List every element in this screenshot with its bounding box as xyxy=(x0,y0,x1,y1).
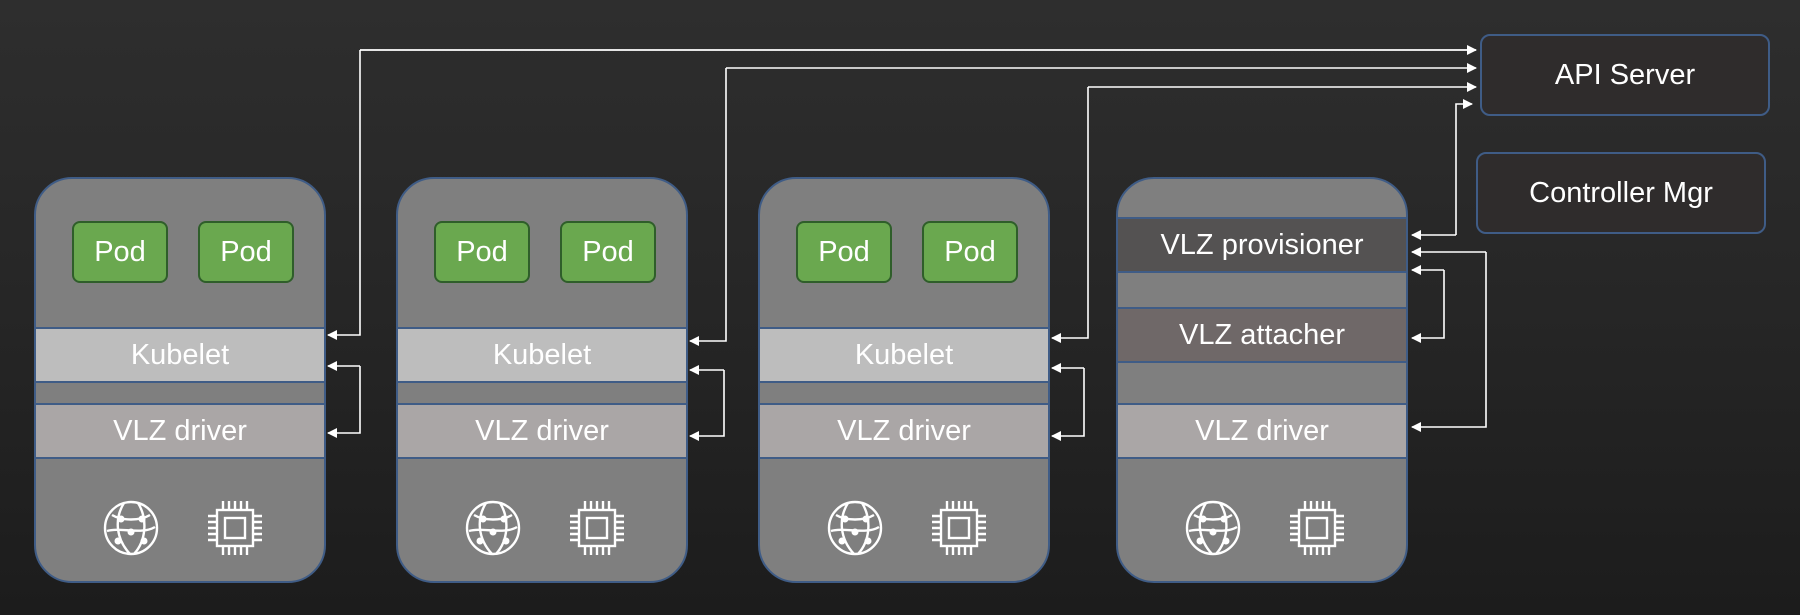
kubelet-3-to-api-arrow xyxy=(1051,87,1089,343)
pod: Pod xyxy=(198,221,294,283)
worker-node-2: Pod Pod Kubelet VLZ driver xyxy=(396,177,688,583)
network-globe-icon xyxy=(827,500,883,556)
pod: Pod xyxy=(560,221,656,283)
vlz-driver-bar: VLZ driver xyxy=(760,403,1048,459)
provisioner-driver-arrow xyxy=(1411,252,1487,432)
vlz-driver-bar: VLZ driver xyxy=(1118,403,1406,459)
provisioner-to-api-arrow xyxy=(1455,99,1473,235)
vlz-driver-bar: VLZ driver xyxy=(36,403,324,459)
worker-node-3: Pod Pod Kubelet VLZ driver xyxy=(758,177,1050,583)
kubelet-1-to-api-arrow xyxy=(328,49,1476,335)
cpu-chip-icon xyxy=(570,501,624,555)
pod: Pod xyxy=(796,221,892,283)
api-server-box: API Server xyxy=(1480,34,1770,116)
pod: Pod xyxy=(922,221,1018,283)
network-globe-icon xyxy=(1185,500,1241,556)
controller-mgr-box: Controller Mgr xyxy=(1476,152,1766,234)
pod: Pod xyxy=(72,221,168,283)
provisioner-attacher-arrow xyxy=(1411,270,1445,343)
kubelet-bar: Kubelet xyxy=(398,327,686,383)
vlz-driver-bar: VLZ driver xyxy=(398,403,686,459)
vlz-provisioner-bar: VLZ provisioner xyxy=(1118,217,1406,273)
node-3-kubelet-driver-arrow xyxy=(1051,368,1085,441)
vlz-attacher-bar: VLZ attacher xyxy=(1118,307,1406,363)
cpu-chip-icon xyxy=(208,501,262,555)
network-globe-icon xyxy=(465,500,521,556)
cpu-chip-icon xyxy=(932,501,986,555)
control-node: VLZ provisioner VLZ attacher VLZ driver xyxy=(1116,177,1408,583)
kubelet-2-to-api-arrow xyxy=(689,68,727,346)
pod: Pod xyxy=(434,221,530,283)
worker-node-1: Pod Pod Kubelet VLZ driver xyxy=(34,177,326,583)
kubelet-bar: Kubelet xyxy=(36,327,324,383)
node-1-kubelet-driver-arrow xyxy=(327,366,361,438)
kubelet-bar: Kubelet xyxy=(760,327,1048,383)
network-globe-icon xyxy=(103,500,159,556)
node-2-kubelet-driver-arrow xyxy=(689,370,725,441)
cpu-chip-icon xyxy=(1290,501,1344,555)
